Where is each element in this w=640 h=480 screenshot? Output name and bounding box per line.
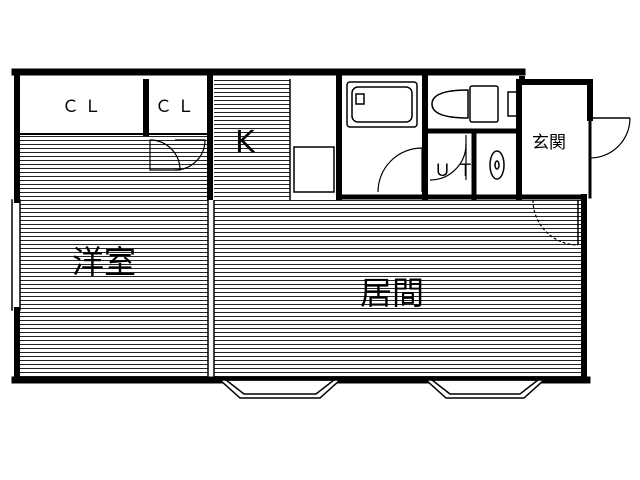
entrance-label: 玄関 xyxy=(532,133,566,153)
bay-windows xyxy=(218,379,546,399)
kitchen-label: K xyxy=(235,125,256,160)
sink-icon xyxy=(489,150,505,180)
toilet-icon xyxy=(431,85,519,123)
closet-left-label: ＣＬ xyxy=(62,97,106,117)
kitchen-floor xyxy=(214,79,290,200)
door-swings xyxy=(149,117,631,246)
living-room-floor xyxy=(214,200,584,377)
bathtub-icon xyxy=(346,81,418,128)
western-room-floor xyxy=(20,134,208,377)
living-room-label: 居間 xyxy=(360,274,424,312)
utility-label: ＵＴ xyxy=(434,161,480,181)
western-room-label: 洋室 xyxy=(72,243,136,281)
partitions xyxy=(20,72,587,377)
closet-right-label: ＣＬ xyxy=(155,97,199,117)
